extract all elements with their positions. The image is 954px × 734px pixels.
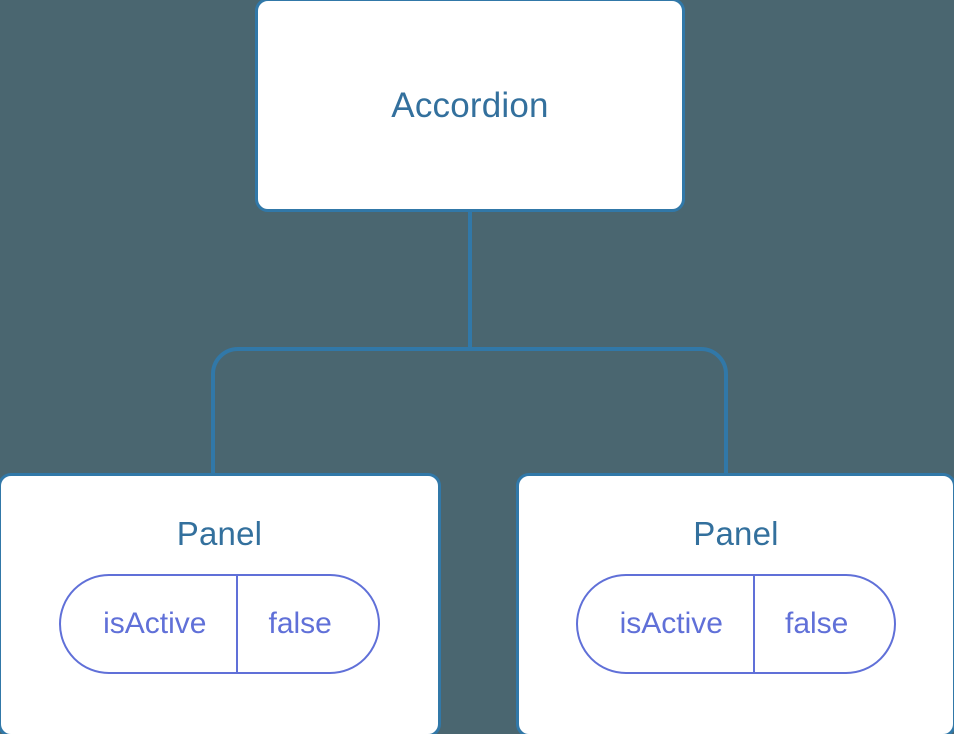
node-panel-1[interactable]: Panel isActive false bbox=[0, 473, 441, 734]
node-panel-1-label: Panel bbox=[176, 515, 263, 552]
state-pill-panel-2: isActive false bbox=[575, 574, 897, 674]
node-accordion-label: Accordion bbox=[391, 85, 549, 125]
state-pill-panel-1: isActive false bbox=[59, 574, 380, 674]
node-accordion[interactable]: Accordion bbox=[255, 0, 685, 212]
node-panel-2-label: Panel bbox=[693, 515, 779, 552]
node-panel-2[interactable]: Panel isActive false bbox=[516, 473, 954, 734]
state-value-panel-2: false bbox=[784, 607, 849, 640]
state-key-panel-1: isActive bbox=[61, 576, 239, 672]
state-key-panel-2: isActive bbox=[578, 576, 755, 672]
connector-branch-left bbox=[211, 347, 470, 477]
connector-branch-right bbox=[470, 347, 728, 477]
state-value-panel-1: false bbox=[268, 607, 332, 640]
